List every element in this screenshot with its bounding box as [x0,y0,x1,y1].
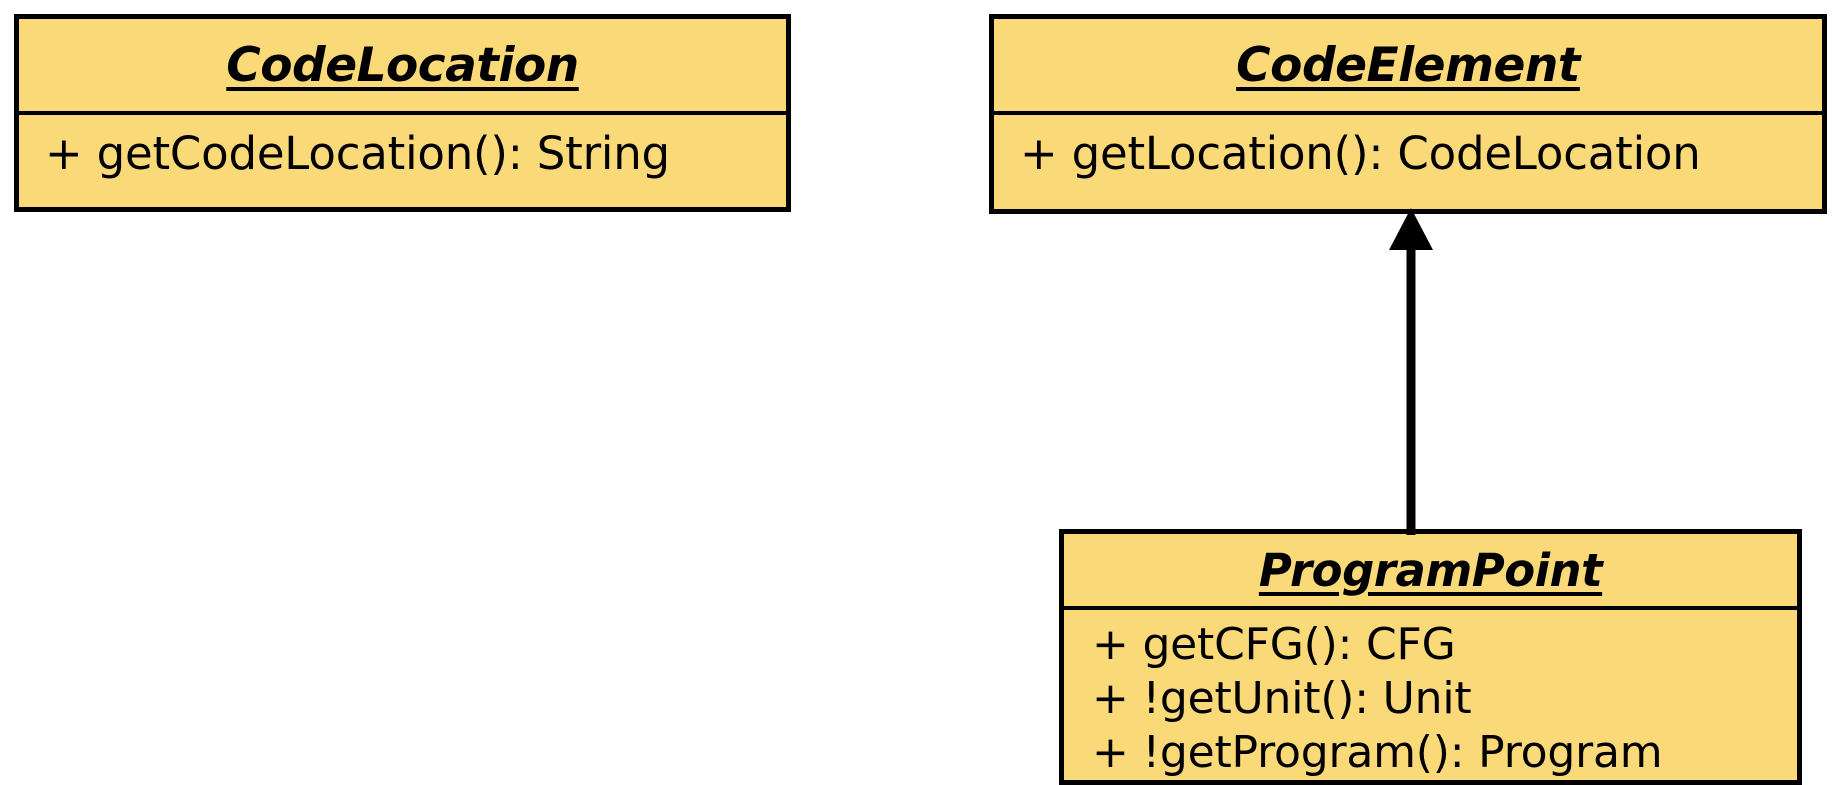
class-member: + getLocation(): CodeLocation [1020,127,1701,180]
class-member: + !getUnit(): Unit [1092,673,1472,724]
generalization-arrow-programpoint-to-codeelement[interactable] [1375,190,1447,535]
class-member: + getCFG(): CFG [1092,619,1456,670]
class-member: + getCodeLocation(): String [45,127,670,180]
class-members-programpoint: + getCFG(): CFG + !getUnit(): Unit + !ge… [1064,610,1797,780]
class-name-codeelement: CodeElement [1236,37,1580,93]
class-name-codelocation: CodeLocation [226,37,579,93]
class-members-codelocation: + getCodeLocation(): String [19,115,786,207]
generalization-arrowhead-icon [1389,208,1433,250]
class-header-programpoint: ProgramPoint [1064,534,1797,610]
class-member: + !getProgram(): Program [1092,727,1663,778]
class-header-codelocation: CodeLocation [19,19,786,115]
class-box-codelocation[interactable]: CodeLocation + getCodeLocation(): String [14,14,791,212]
class-members-codeelement: + getLocation(): CodeLocation [994,115,1822,209]
class-header-codeelement: CodeElement [994,19,1822,115]
class-box-programpoint[interactable]: ProgramPoint + getCFG(): CFG + !getUnit(… [1059,529,1802,785]
class-name-programpoint: ProgramPoint [1258,543,1603,597]
class-box-codeelement[interactable]: CodeElement + getLocation(): CodeLocatio… [989,14,1827,214]
